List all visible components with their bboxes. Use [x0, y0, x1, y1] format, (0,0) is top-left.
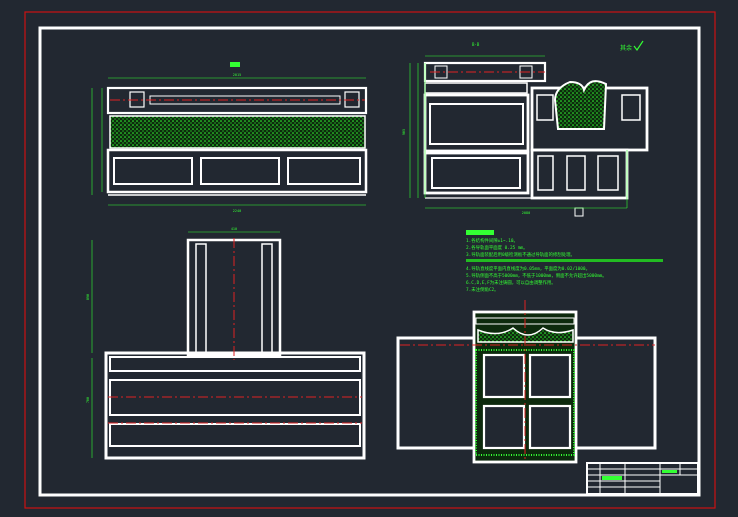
approval-mark: 其余 — [620, 44, 632, 52]
dim-tower-height: 890 — [86, 294, 90, 300]
dim-total-width: 2240 — [233, 209, 241, 213]
title-block — [586, 462, 699, 495]
note-4: 4.导轨直线度平面内直线度为0.05mm，平面度为0.02/1000。 — [466, 265, 590, 272]
dims-section — [409, 55, 628, 209]
drawing-frame — [38, 26, 701, 497]
note-3: 3.导轨面装配后用0级检测板不通过导轨面的修刮处理。 — [466, 251, 575, 258]
section-label: B-B — [472, 42, 480, 47]
check-mark — [633, 40, 644, 52]
note-2: 2.各导轨面平面度 0.25 mm。 — [466, 244, 528, 251]
dim-pillar-width: 410 — [231, 227, 237, 231]
note-6: 6.C,D,E,F为未注铸圆，可以自由调整作用。 — [466, 279, 556, 286]
dim-section-width: 2080 — [522, 211, 530, 215]
dim-base-height: 700 — [86, 397, 90, 403]
view-section-bb — [423, 61, 649, 217]
dim-section-height: 905 — [402, 129, 406, 135]
view-tower — [104, 238, 366, 460]
view-front-section — [106, 62, 368, 196]
outer-border — [24, 11, 716, 509]
view-base-section — [396, 310, 657, 464]
note-5: 5.导轨侧面不高于5000mm，不低于1000mm，侧面不允许超出5000mm。 — [466, 272, 607, 279]
dims-front — [91, 77, 366, 206]
note-1: 1.各结构件间隙±1~.10。 — [466, 237, 518, 244]
dim-top-width: 2015 — [233, 73, 241, 77]
notes-highlight-bar — [466, 259, 663, 262]
dims-tower — [91, 231, 280, 458]
notes-header-bar — [466, 230, 494, 235]
note-7: 7.未注倒角C2。 — [466, 286, 499, 293]
technical-notes: 1.各结构件间隙±1~.10。 2.各导轨面平面度 0.25 mm。 3.导轨面… — [466, 237, 607, 293]
